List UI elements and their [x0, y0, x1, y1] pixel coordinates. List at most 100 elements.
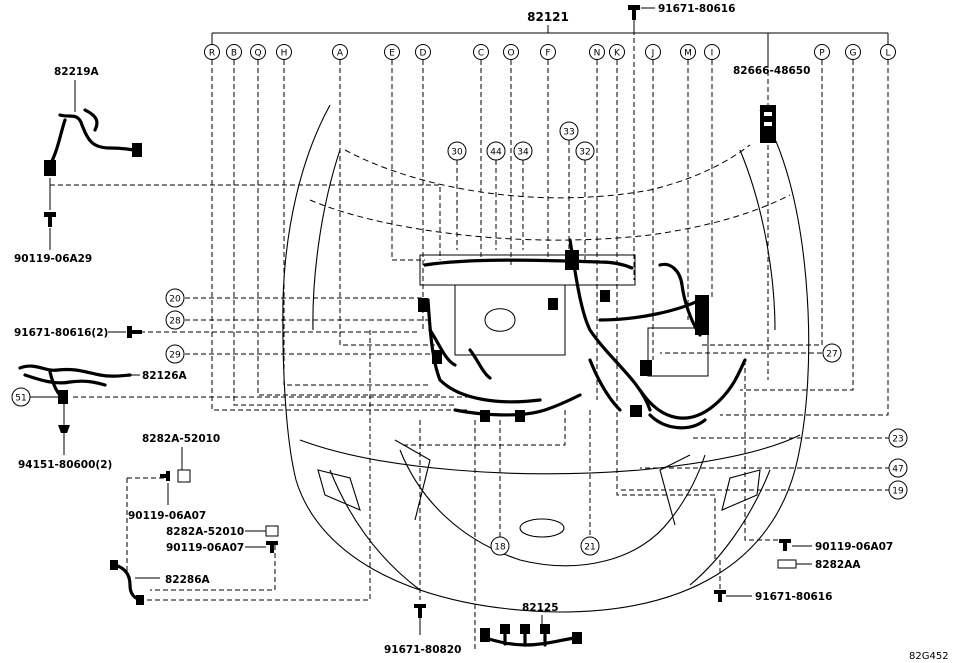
svg-text:F: F: [545, 49, 550, 59]
svg-text:K: K: [614, 49, 621, 59]
label-B: B: [226, 44, 242, 60]
block-right: 8282AA: [777, 559, 861, 571]
label-H: H: [276, 44, 292, 60]
svg-text:M: M: [684, 49, 692, 59]
leader-lines: [50, 22, 890, 650]
svg-text:E: E: [389, 49, 395, 59]
relay-block-group-left: 8282A-52010 90119-06A07 8282A-52010 9011…: [110, 433, 279, 605]
callout-34: 34: [513, 141, 533, 161]
label-O: O: [503, 44, 519, 60]
part-number-sub-harness-left-mid: 82126A: [142, 370, 188, 382]
svg-text:19: 19: [892, 487, 904, 497]
svg-text:32: 32: [579, 148, 590, 158]
part-number-clip-left-bottom: 94151-80600(2): [18, 459, 112, 471]
svg-text:A: A: [337, 49, 344, 59]
callout-21: 21: [580, 536, 600, 556]
label-C: C: [473, 44, 489, 60]
part-number-clip-right: 82666-48650: [733, 65, 810, 77]
svg-text:23: 23: [892, 435, 903, 445]
svg-text:O: O: [507, 49, 514, 59]
svg-text:27: 27: [826, 350, 837, 360]
label-N: N: [589, 44, 605, 60]
top-connector-labels: R B Q H A E D C O F N K J M I P G L: [204, 44, 896, 60]
svg-text:J: J: [651, 49, 655, 59]
part-number-main-harness: 82121: [527, 10, 569, 24]
bolt-left-mid: 91671-80616(2): [14, 326, 142, 339]
clip-right: 82666-48650: [733, 33, 810, 143]
part-number-bolt-right-1: 90119-06A07: [815, 541, 893, 553]
svg-text:P: P: [819, 49, 825, 59]
callout-47: 47: [888, 458, 908, 478]
sub-harness-bottom: 82125: [480, 602, 582, 647]
callout-44: 44: [486, 141, 506, 161]
label-Q: Q: [250, 44, 266, 60]
svg-text:H: H: [281, 49, 288, 59]
callout-18: 18: [490, 536, 510, 556]
part-number-bolt-left-mid: 91671-80616(2): [14, 327, 108, 339]
part-number-bolt-top: 91671-80616: [658, 3, 735, 15]
svg-text:34: 34: [517, 148, 529, 158]
part-number-bolt-bottom-center: 91671-80820: [384, 644, 461, 656]
svg-text:Q: Q: [254, 49, 261, 59]
svg-text:28: 28: [169, 317, 181, 327]
part-number-block-right: 8282AA: [815, 559, 861, 571]
svg-text:29: 29: [169, 351, 181, 361]
sub-harness-left-mid: 82126A 94151-80600(2): [18, 364, 188, 471]
numbered-callouts: 30 44 34 33 32 20 28 29 51 27 23 47 19 1…: [11, 121, 908, 556]
label-E: E: [384, 44, 400, 60]
label-A: A: [332, 44, 348, 60]
main-harness-bracket: [211, 14, 889, 44]
callout-20: 20: [165, 288, 185, 308]
bolt-right-1: 90119-06A07: [779, 539, 893, 553]
sub-harness-left-top: 82219A 90119-06A29: [14, 66, 142, 265]
label-G: G: [845, 44, 861, 60]
svg-text:33: 33: [563, 128, 574, 138]
label-L: L: [880, 44, 896, 60]
engine-harness: [418, 238, 747, 430]
part-number-sub-harness-left-bottom: 82286A: [165, 574, 211, 586]
part-number-bolt-left-top: 90119-06A29: [14, 253, 92, 265]
svg-text:20: 20: [169, 295, 181, 305]
callout-28: 28: [165, 310, 185, 330]
label-P: P: [814, 44, 830, 60]
callout-33: 33: [559, 121, 579, 141]
svg-text:21: 21: [584, 543, 595, 553]
svg-text:18: 18: [494, 543, 506, 553]
bolt-bottom-center: 91671-80820: [384, 604, 461, 656]
label-K: K: [609, 44, 625, 60]
callout-29: 29: [165, 344, 185, 364]
svg-text:C: C: [478, 49, 484, 59]
svg-text:N: N: [594, 49, 601, 59]
label-R: R: [204, 44, 220, 60]
svg-text:I: I: [711, 49, 714, 59]
label-F: F: [540, 44, 556, 60]
label-J: J: [645, 44, 661, 60]
callout-23: 23: [888, 428, 908, 448]
vehicle-front-outline: [282, 104, 810, 613]
bolt-right-2: 91671-80616: [714, 560, 832, 603]
callout-27: 27: [822, 343, 842, 363]
part-number-bolt-right-2: 91671-80616: [755, 591, 832, 603]
callout-51: 51: [11, 387, 31, 407]
svg-text:44: 44: [490, 148, 502, 158]
svg-text:51: 51: [15, 394, 26, 404]
callout-30: 30: [447, 141, 467, 161]
svg-text:D: D: [420, 49, 427, 59]
bolt-top: 91671-80616: [628, 3, 735, 20]
callout-32: 32: [575, 141, 595, 161]
part-number-block-a: 8282A-52010: [142, 433, 220, 445]
callout-19: 19: [888, 480, 908, 500]
label-D: D: [415, 44, 431, 60]
svg-text:R: R: [209, 49, 215, 59]
part-number-sub-harness-left-top: 82219A: [54, 66, 100, 78]
label-M: M: [680, 44, 696, 60]
diagram-code: 82G452: [909, 651, 949, 662]
part-number-bolt-a: 90119-06A07: [128, 510, 206, 522]
svg-text:30: 30: [451, 148, 463, 158]
svg-text:G: G: [850, 49, 857, 59]
svg-text:L: L: [885, 49, 890, 59]
svg-text:B: B: [231, 49, 237, 59]
part-number-bolt-b: 90119-06A07: [166, 542, 244, 554]
label-I: I: [704, 44, 720, 60]
